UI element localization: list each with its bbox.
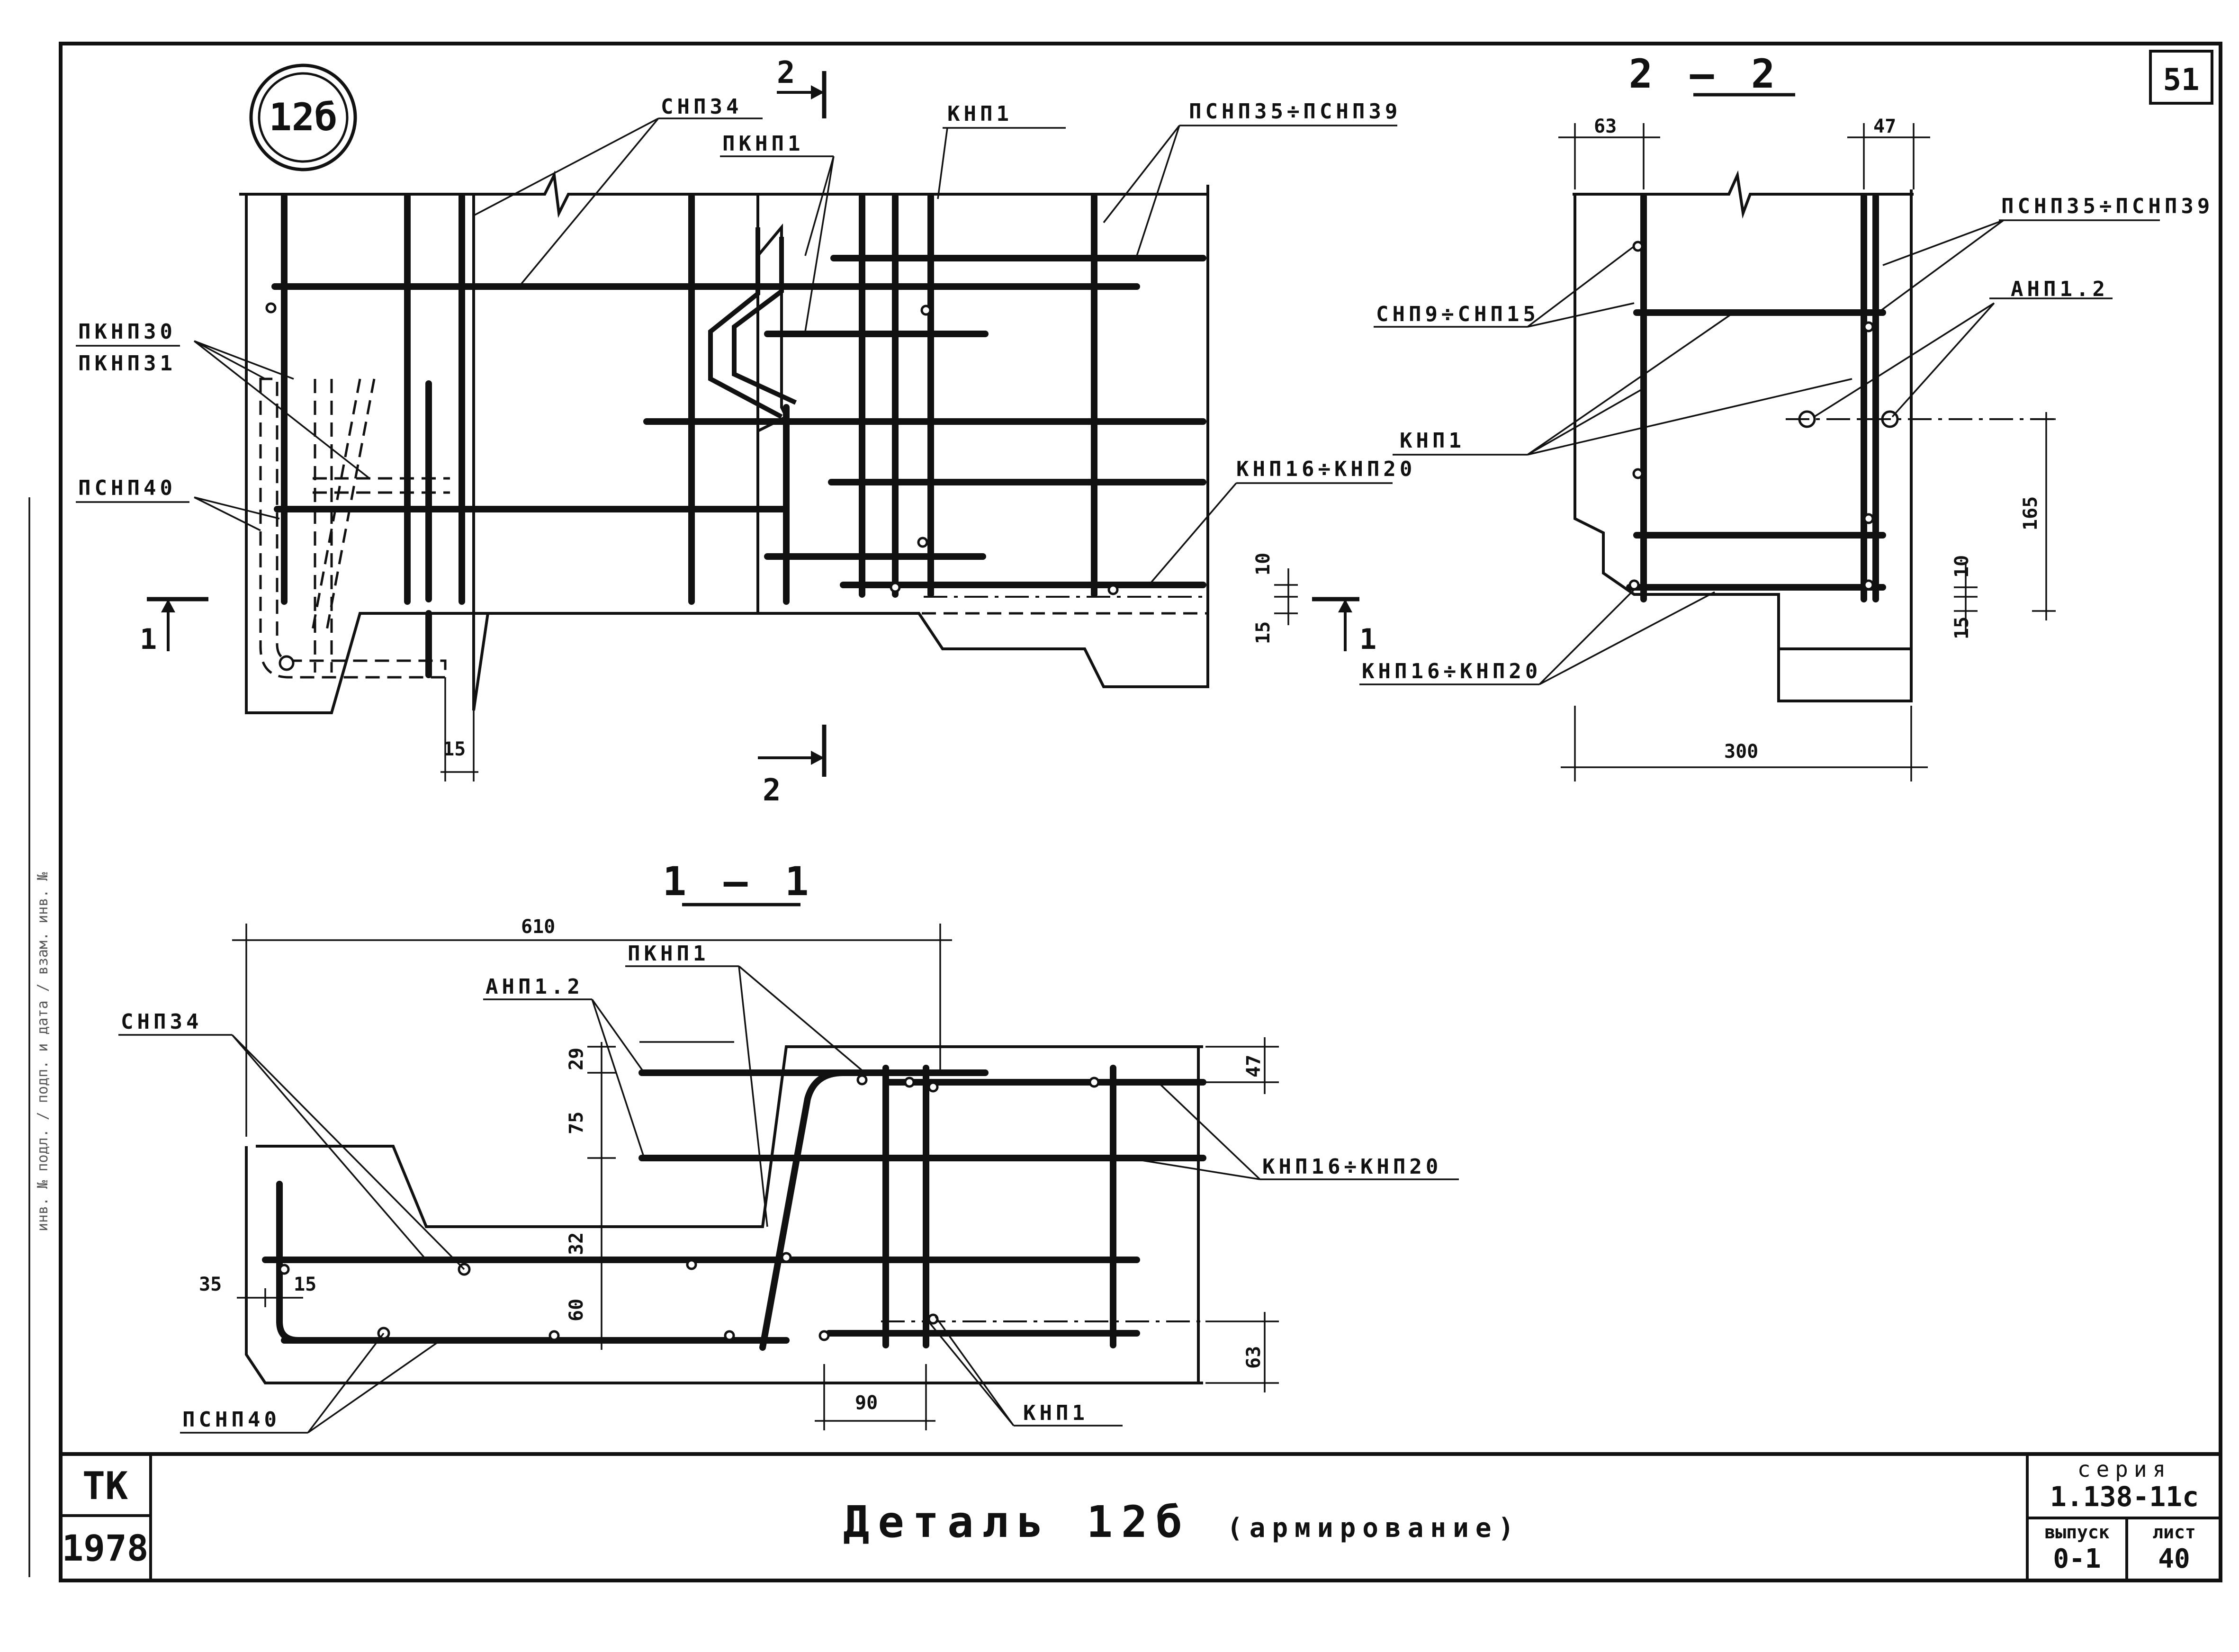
- section-mark-2-bottom-text: 2: [763, 773, 788, 808]
- section-2-2-outline: [1574, 189, 1913, 702]
- sheet-value: 40: [2158, 1544, 2190, 1574]
- label-anp12: АНП1.2: [486, 975, 584, 999]
- dim-47: 47: [1873, 116, 1896, 137]
- section-mark-2-top-text: 2: [777, 55, 802, 90]
- title-org: ТК: [82, 1464, 128, 1508]
- section-2-2-title: 2 — 2: [1629, 51, 1782, 97]
- series-value: 1.138-11с: [2050, 1481, 2199, 1513]
- label-knp16-20: КНП16÷КНП20: [1262, 1155, 1442, 1179]
- label-knp16-20: КНП16÷КНП20: [1236, 457, 1416, 481]
- dim-75: 75: [566, 1112, 587, 1134]
- title-year: 1978: [62, 1527, 148, 1569]
- title-main: Деталь 12б: [843, 1497, 1191, 1547]
- dim-90: 90: [855, 1392, 878, 1414]
- dim-610: 610: [521, 916, 555, 938]
- section-2-2-break: [1573, 170, 1914, 219]
- side-stamp: инв. № подл. / подп. и дата / взам. инв.…: [35, 872, 51, 1231]
- label-knp1: КНП1: [947, 102, 1013, 126]
- label-pknp1: ПКНП1: [722, 132, 804, 156]
- label-snp34: СНП34: [661, 95, 742, 119]
- elevation-outline: [245, 185, 1209, 714]
- bar-section-dot: [917, 537, 928, 548]
- dim-10: 10: [1252, 553, 1274, 575]
- dim-35: 35: [199, 1274, 222, 1295]
- section-1-1-title: 1 — 1: [663, 858, 816, 905]
- label-knp16-20: КНП16÷КНП20: [1362, 659, 1541, 683]
- section-mark-2-bottom: 2: [758, 725, 827, 808]
- dim-47: 47: [1243, 1055, 1265, 1077]
- bar-section-dot: [1107, 584, 1119, 595]
- label-knp1: КНП1: [1400, 429, 1465, 453]
- dim-lines-elevation: [441, 568, 1298, 781]
- section-mark-1-left-text: 1: [140, 623, 163, 656]
- dim-32: 32: [566, 1232, 587, 1255]
- section-mark-1-left: 1: [140, 597, 208, 656]
- dim-10: 10: [1951, 555, 1973, 578]
- detail-mark-text: 12б: [269, 95, 338, 139]
- elevation-view: 2 2 1 1 15 10 15 СНП34 ПКНП1 КНП: [76, 55, 1416, 808]
- series-label: серия: [2077, 1456, 2171, 1482]
- dim-15: 15: [1951, 617, 1973, 639]
- issue-label: выпуск: [2044, 1522, 2109, 1543]
- sheet-number: 51: [2163, 63, 2199, 98]
- dim-15-bottom: 15: [443, 738, 466, 760]
- top-break-line: [239, 170, 1208, 218]
- label-psnp40: ПСНП40: [78, 476, 176, 500]
- dim-165: 165: [2020, 496, 2041, 530]
- title-block: ТК 1978 Деталь 12б (армирование) серия 1…: [62, 1456, 2199, 1574]
- section-2-2: 2 — 2 63 47 165 10 15 300 ПСНП35÷ПСНП39: [1359, 51, 2213, 781]
- sheet-frame: [28, 42, 2222, 1582]
- dim-15-right: 15: [1252, 621, 1274, 644]
- label-snp34: СНП34: [121, 1010, 202, 1034]
- dim-63: 63: [1594, 116, 1617, 137]
- title-subtitle: (армирование): [1227, 1513, 1520, 1544]
- bar-section-dot: [279, 655, 295, 671]
- issue-value: 0-1: [2053, 1544, 2101, 1574]
- dim-29: 29: [566, 1048, 587, 1070]
- label-psnp40: ПСНП40: [182, 1408, 280, 1432]
- label-pknp31: ПКНП31: [78, 351, 176, 376]
- label-anp12: АНП1.2: [2011, 277, 2109, 301]
- sheet-label: лист: [2152, 1522, 2196, 1543]
- label-pknp1: ПКНП1: [628, 942, 709, 966]
- bar-section-dot: [920, 305, 932, 316]
- dim-15: 15: [294, 1274, 316, 1295]
- dim-300: 300: [1724, 741, 1758, 763]
- bar-section-dot: [265, 302, 277, 314]
- psnp40-dashed-bar: [311, 378, 376, 630]
- bar-section-dot: [890, 582, 901, 593]
- dim-63: 63: [1243, 1346, 1265, 1369]
- section-mark-1-right-text: 1: [1359, 623, 1383, 656]
- pknp30-dashed-loop: [259, 377, 447, 679]
- label-psnp35-39: ПСНП35÷ПСНП39: [2001, 194, 2213, 218]
- section-1-1: 1 — 1 610 29: [118, 858, 1459, 1434]
- leaders-elevation: [76, 117, 1397, 584]
- detail-mark: 12б: [249, 63, 357, 171]
- label-psnp35-39: ПСНП35÷ПСНП39: [1189, 99, 1401, 124]
- pknp1-cranked-bar: [708, 227, 797, 419]
- dim-60: 60: [566, 1299, 587, 1321]
- label-pknp30: ПКНП30: [78, 320, 176, 344]
- section-mark-2-top: 2: [777, 55, 827, 118]
- label-knp1: КНП1: [1023, 1401, 1088, 1425]
- label-snp9-15: СНП9÷СНП15: [1376, 302, 1539, 326]
- section-mark-1-right: 1: [1312, 597, 1383, 656]
